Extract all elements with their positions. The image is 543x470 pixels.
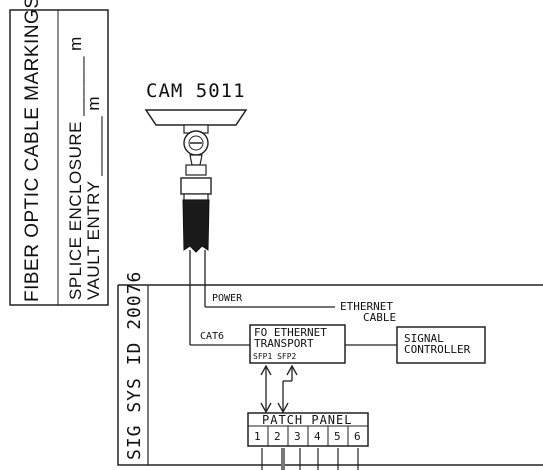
cabinet-outline [117,284,543,466]
vault-entry-label: VAULT ENTRY ______ m [84,95,103,300]
patch-port-4: 4 [314,430,321,443]
patch-port-5: 5 [334,430,341,443]
signal-controller-box [396,326,486,364]
transport-line2: TRANSPORT [254,337,314,350]
camera-label: CAM 5011 [146,80,246,102]
splice-enclosure-label: SPLICE ENCLOSURE ______ m [66,36,85,300]
markings-box-outline [9,9,109,306]
patch-port-1: 1 [254,430,261,443]
transport-ports: SFP1 SFP2 [253,352,297,361]
patch-port-leads [261,448,359,470]
controller-line1: SIGNAL [404,332,444,345]
ethernet-cable-label-1: ETHERNET [340,300,393,313]
camera-icon [144,109,248,176]
ethernet-cable-label-2: CABLE [363,311,397,324]
patch-panel [247,412,369,447]
cable-connector-icon [180,177,212,253]
fiber-link-sfp1 [260,364,272,414]
patch-port-3: 3 [294,430,301,443]
fiber-link-sfp2 [277,364,298,414]
patch-port-6: 6 [354,430,361,443]
cat6-label: CAT6 [200,331,225,342]
markings-title: FIBER OPTIC CABLE MARKINGS @ [22,0,43,302]
transport-line1: FO ETHERNET [254,326,327,339]
transport-box [249,324,346,364]
patch-panel-label: PATCH PANEL [262,413,353,427]
cabinet-label: SIG SYS ID 20076 [124,270,145,460]
power-label: POWER [212,293,243,304]
patch-port-2: 2 [274,430,281,443]
controller-line2: CONTROLLER [404,343,471,356]
